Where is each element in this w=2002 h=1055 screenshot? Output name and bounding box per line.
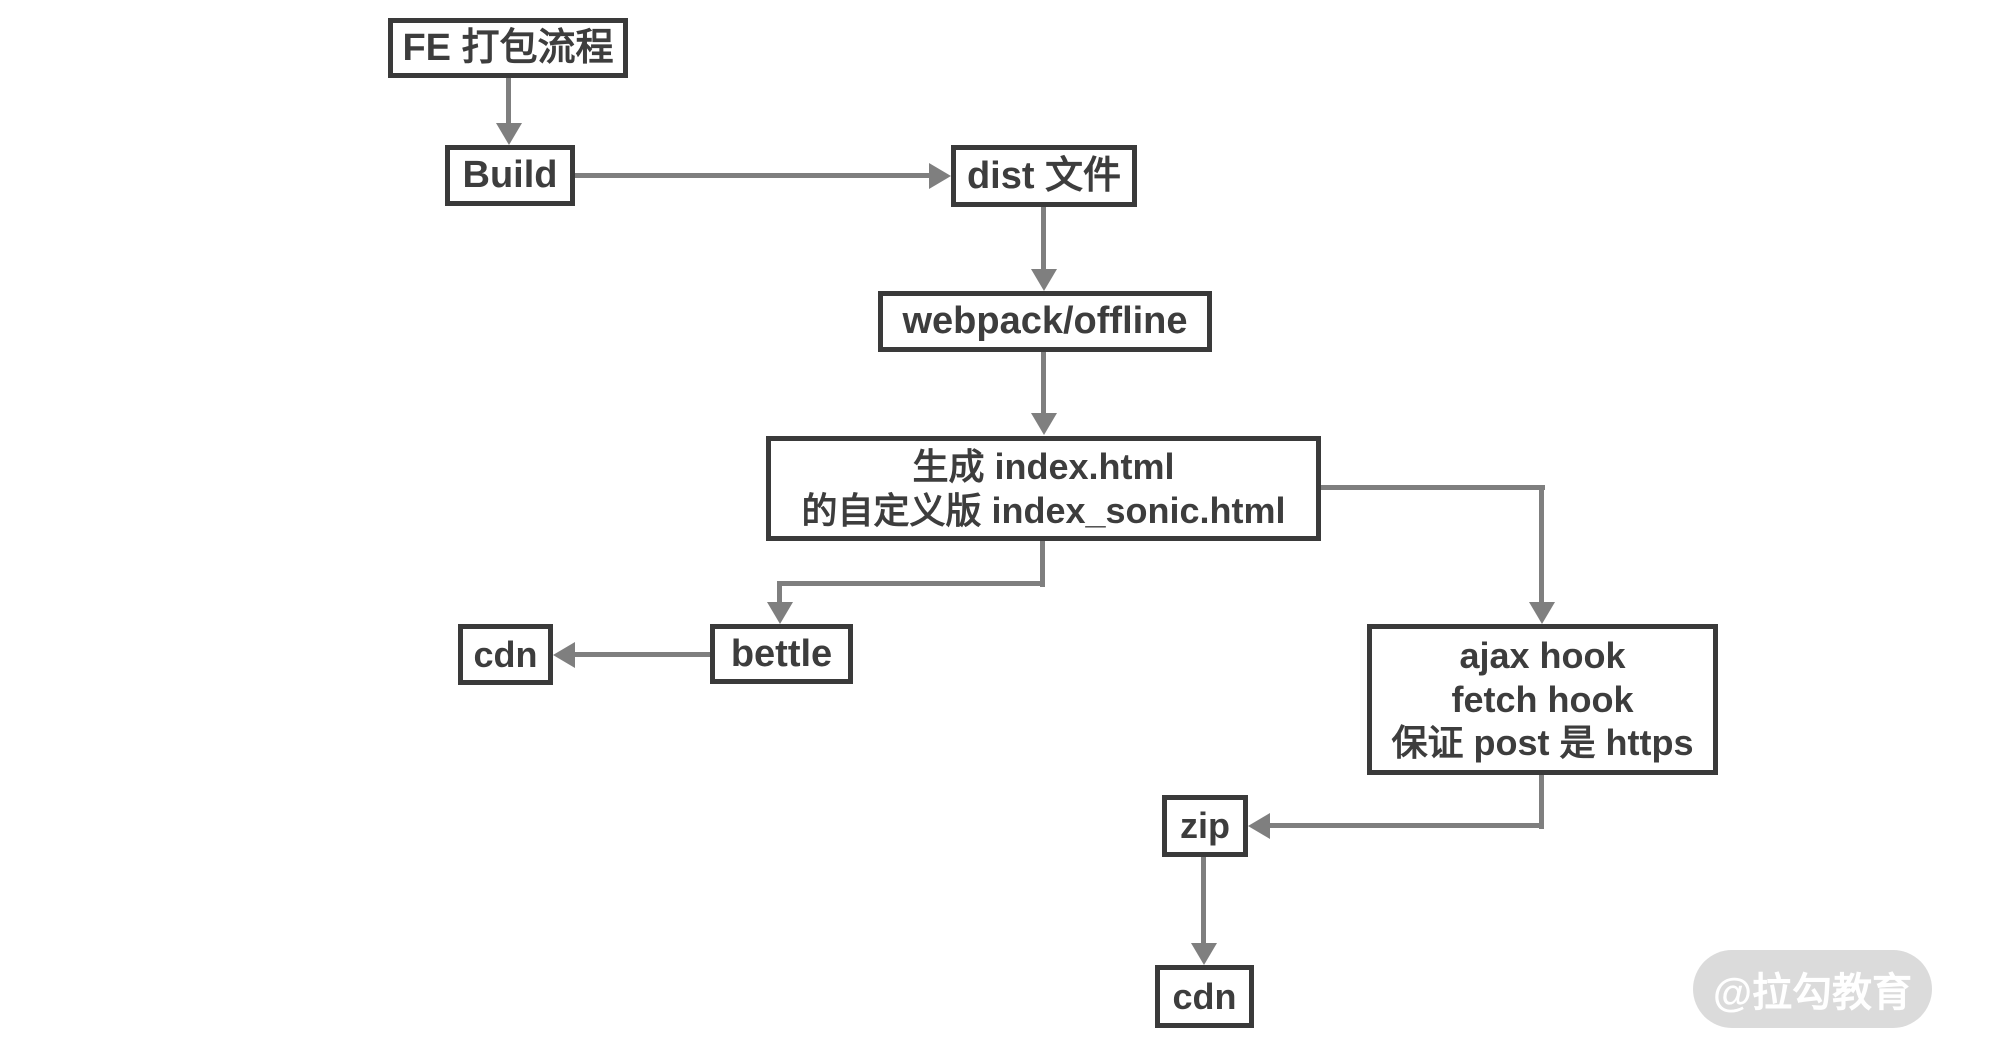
arrowhead-right-icon [929,163,951,189]
watermark-label: @拉勾教育 [1712,971,1912,1015]
watermark-badge: @拉勾教育 [1693,950,1932,1028]
node-ajax-line2: fetch hook [1451,678,1634,720]
node-generate-line1: 生成 index.html [912,445,1175,487]
node-bettle-label: bettle [730,632,833,675]
node-cdn-bottom-label: cdn [1172,975,1237,1017]
node-webpack-offline: webpack/offline [878,291,1212,352]
arrowhead-down-icon [1031,269,1057,291]
node-build-label: Build [462,154,558,197]
node-ajax-line3: 保证 post 是 https [1391,722,1694,764]
node-dist-files: dist 文件 [951,145,1137,207]
node-fe-label: FE 打包流程 [402,26,614,69]
node-cdn-left-label: cdn [473,633,538,675]
arrowhead-down-icon [496,123,522,145]
node-fe-process: FE 打包流程 [388,18,628,78]
arrowhead-left-icon [553,642,575,668]
arrowhead-down-icon [1529,602,1555,624]
arrowhead-down-icon [1191,943,1217,965]
node-ajax-fetch-hook: ajax hook fetch hook 保证 post 是 https [1367,624,1718,775]
node-dist-label: dist 文件 [966,154,1122,197]
arrowhead-left-icon [1248,813,1270,839]
node-webpack-label: webpack/offline [902,300,1188,343]
node-bettle: bettle [710,624,853,684]
node-zip-label: zip [1180,805,1230,847]
node-build: Build [445,145,575,206]
node-generate-line2: 的自定义版 index_sonic.html [801,489,1286,531]
node-zip: zip [1162,795,1248,857]
node-cdn-bottom: cdn [1155,965,1254,1028]
node-cdn-left: cdn [458,624,553,685]
node-generate-index-sonic: 生成 index.html 的自定义版 index_sonic.html [766,436,1321,541]
arrowhead-down-icon [767,602,793,624]
arrowhead-down-icon [1031,413,1057,435]
node-ajax-line1: ajax hook [1459,634,1626,676]
